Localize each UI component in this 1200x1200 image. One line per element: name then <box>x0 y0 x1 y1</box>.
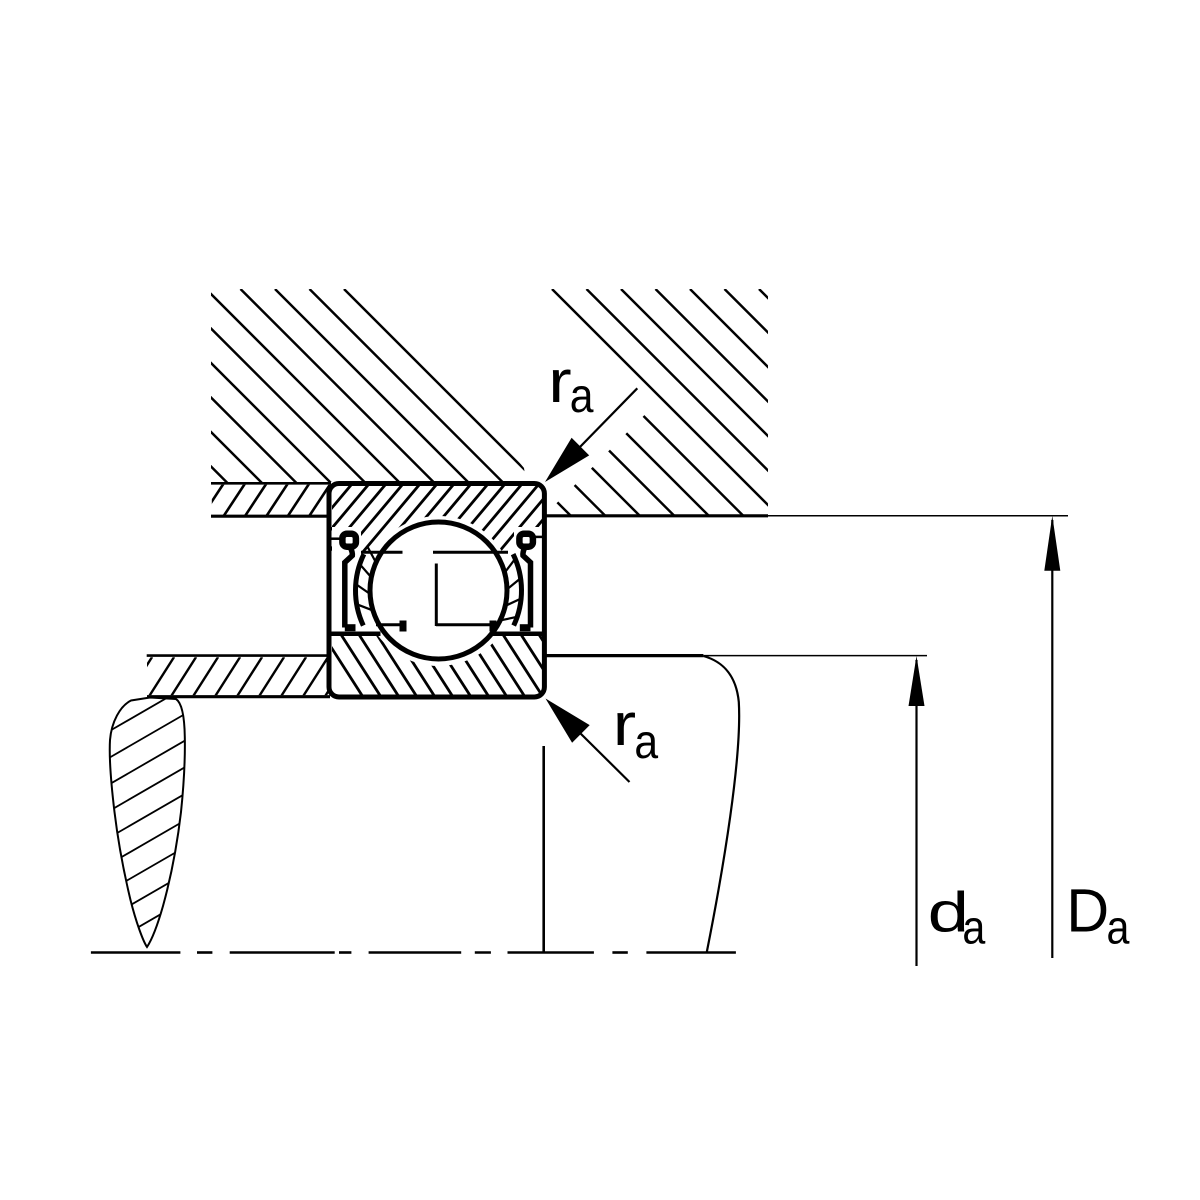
svg-text:r: r <box>613 691 636 758</box>
svg-text:a: a <box>1107 902 1130 954</box>
svg-text:r: r <box>548 348 571 415</box>
svg-text:D: D <box>1066 877 1109 945</box>
svg-text:a: a <box>962 902 985 954</box>
svg-text:a: a <box>634 714 658 768</box>
svg-text:a: a <box>570 368 594 422</box>
svg-text:d: d <box>928 880 969 943</box>
